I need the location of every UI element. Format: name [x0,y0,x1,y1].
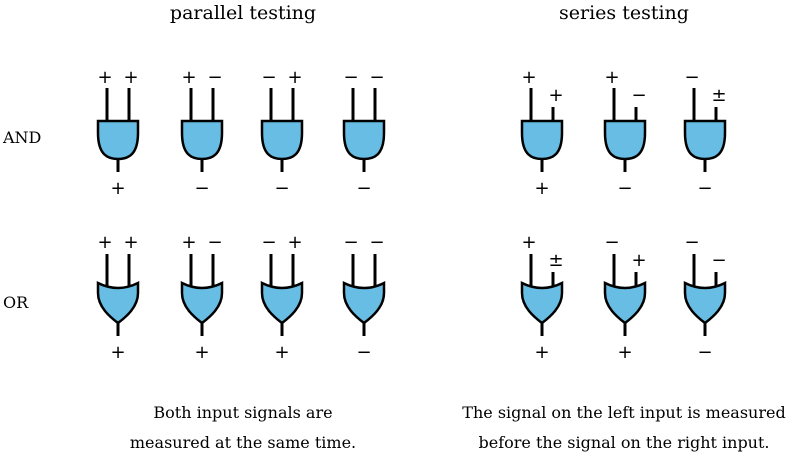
or-gate-parallel-2: +−+ [180,232,224,363]
input-signal-right: + [287,232,302,253]
output-signal: − [356,342,371,363]
or-gate-body [260,280,304,325]
input-signal-right: − [711,250,726,271]
input-signal-right: ± [711,85,726,106]
input-signal-right: + [548,85,563,106]
input-signal-left: − [684,232,699,253]
and-gate-body [520,119,564,161]
and-gate-body [180,119,224,161]
output-signal: + [534,342,549,363]
or-gate-parallel-1: + + + [96,232,140,363]
and-gate-parallel-3: −+− [260,67,304,199]
or-gate-body [520,280,564,325]
input-signal-right: + [123,232,138,253]
caption-series-line-1: The signal on the left input is measured [462,403,786,422]
caption-parallel: Both input signals are measured at the s… [130,398,356,458]
row-label-or: OR [3,293,29,312]
input-signal-left: − [343,67,358,88]
output-signal: − [356,178,371,199]
or-gate-body [683,280,727,325]
input-signal-left: − [684,67,699,88]
input-signal-right: − [369,67,384,88]
input-signal-left: − [261,67,276,88]
caption-parallel-line-1: Both input signals are [153,403,333,422]
output-signal: + [194,342,209,363]
and-gate-body [96,119,140,161]
or-gate-body [603,280,647,325]
output-signal: − [697,178,712,199]
heading-series-testing: series testing [559,2,689,24]
caption-parallel-line-2: measured at the same time. [129,433,357,452]
caption-series: The signal on the left input is measured… [462,398,785,458]
or-gate-series-1: + ± + [520,232,564,363]
input-signal-left: − [261,232,276,253]
input-signal-left: + [604,67,619,88]
input-signal-right: − [369,232,384,253]
and-gate-body [603,119,647,161]
input-signal-right: − [207,67,222,88]
output-signal: + [274,342,289,363]
and-gate-body [342,119,386,161]
output-signal: + [110,342,125,363]
and-gate-body [260,119,304,161]
or-gate-body [96,280,140,325]
output-signal: − [274,178,289,199]
input-signal-left: − [343,232,358,253]
input-signal-left: + [521,67,536,88]
output-signal: + [534,178,549,199]
output-signal: − [194,178,209,199]
output-signal: + [617,342,632,363]
or-gate-series-3: −−− [683,232,727,363]
or-gate-parallel-3: −++ [260,232,304,363]
and-gate-body [683,119,727,161]
or-gate-body [342,280,386,325]
input-signal-right: + [631,250,646,271]
heading-parallel-testing: parallel testing [169,2,317,24]
output-signal: − [697,342,712,363]
input-signal-right: + [287,67,302,88]
and-gate-series-3: −±− [683,67,727,199]
input-signal-left: − [604,232,619,253]
input-signal-left: + [181,232,196,253]
input-signal-left: + [97,232,112,253]
and-gate-parallel-2: +−− [180,67,224,199]
and-gate-series-1: + + + [520,67,564,199]
or-gate-series-2: −++ [603,232,647,363]
and-gate-series-2: +−− [603,67,647,199]
caption-series-line-2: before the signal on the right input. [478,433,770,452]
input-signal-right: − [631,85,646,106]
or-gate-body [180,280,224,325]
and-gate-parallel-4: −−− [342,67,386,199]
input-signal-right: + [123,67,138,88]
row-label-and: AND [3,128,42,147]
or-gate-parallel-4: −−− [342,232,386,363]
output-signal: − [617,178,632,199]
input-signal-right: ± [548,250,563,271]
input-signal-left: + [97,67,112,88]
output-signal: + [110,178,125,199]
input-signal-left: + [181,67,196,88]
input-signal-right: − [207,232,222,253]
and-gate-parallel-1: + + + [96,67,140,199]
input-signal-left: + [521,232,536,253]
